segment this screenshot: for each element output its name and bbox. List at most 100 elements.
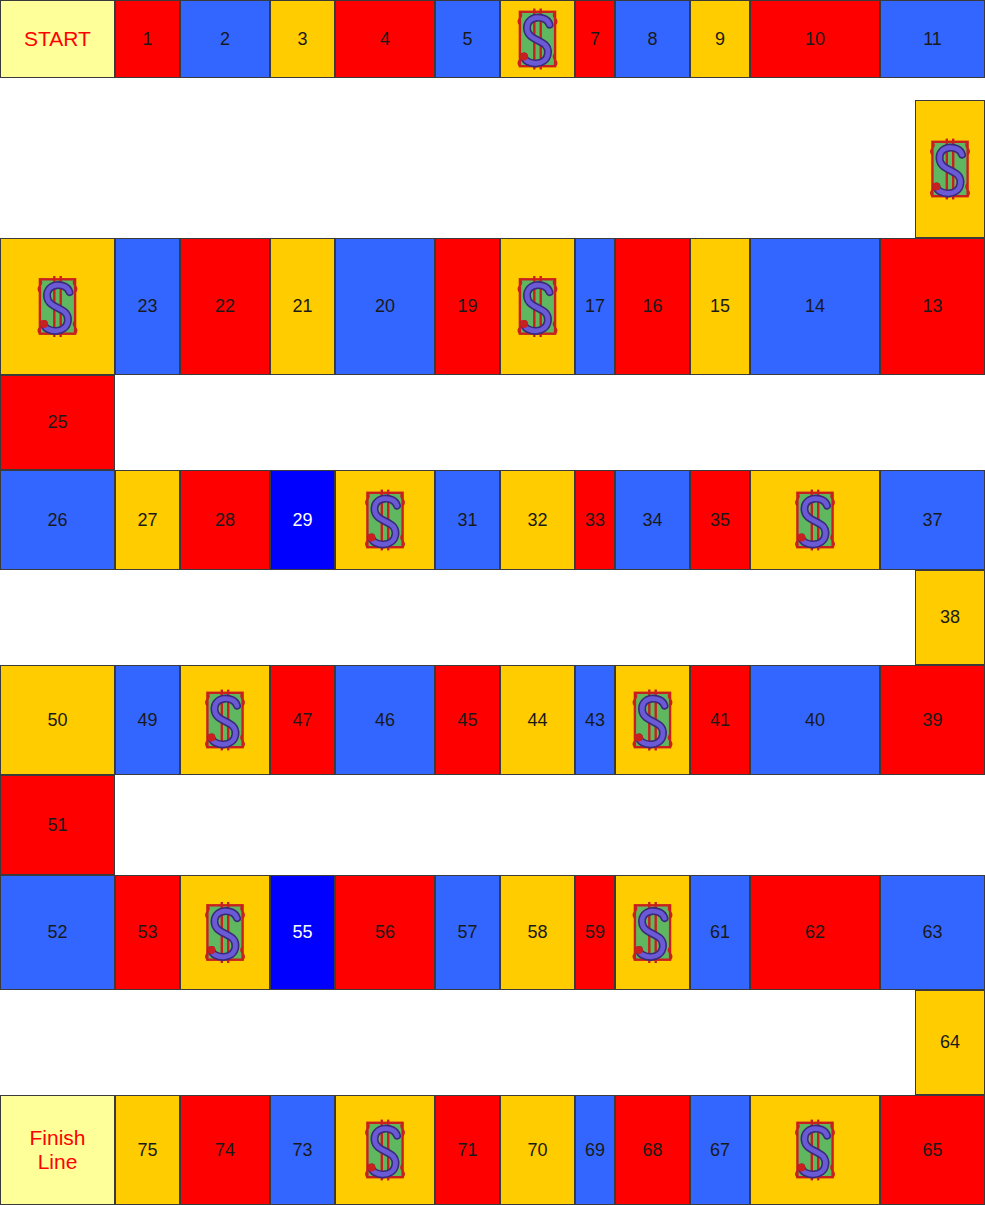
board-square: 73 — [270, 1095, 335, 1205]
dollar-icon — [796, 1120, 834, 1181]
board-square: 9 — [690, 0, 750, 78]
square-number: 4 — [380, 29, 390, 50]
square-number: 33 — [585, 510, 605, 531]
board-square: 34 — [615, 470, 690, 570]
square-number: 59 — [585, 922, 605, 943]
bonus-square — [916, 101, 985, 238]
square-number: 61 — [710, 922, 730, 943]
square-number: 23 — [137, 296, 157, 317]
board-square: 37 — [880, 470, 985, 570]
square-number: 71 — [457, 1140, 477, 1161]
square-number: 49 — [137, 710, 157, 731]
square-number: 8 — [647, 29, 657, 50]
board-square: 39 — [880, 665, 985, 775]
square-number: 51 — [47, 815, 67, 836]
board-square: 35 — [690, 470, 750, 570]
square-number: 55 — [292, 922, 312, 943]
square-title: Finish Line — [8, 1126, 107, 1174]
bonus-square — [616, 876, 690, 990]
board-square: 43 — [575, 665, 615, 775]
board-square: 63 — [880, 875, 985, 990]
square-number: 19 — [457, 296, 477, 317]
board-square: 51 — [0, 775, 115, 875]
board-square: 25 — [0, 375, 115, 470]
board-square: 2 — [180, 0, 270, 78]
square-number: 1 — [142, 29, 152, 50]
square-number: 50 — [47, 710, 67, 731]
board-square: 21 — [270, 238, 335, 375]
board-square: 50 — [0, 665, 115, 775]
board-square: 62 — [750, 875, 880, 990]
square-number: 7 — [590, 29, 600, 50]
square-number: 70 — [527, 1140, 547, 1161]
board-square: Finish Line — [0, 1095, 115, 1205]
board-square: 32 — [500, 470, 575, 570]
board-square: 45 — [435, 665, 500, 775]
board-square: 68 — [615, 1095, 690, 1205]
square-number: 22 — [215, 296, 235, 317]
square-number: 25 — [47, 412, 67, 433]
board-square: 61 — [690, 875, 750, 990]
dollar-icon — [633, 690, 671, 751]
board-square: 40 — [750, 665, 880, 775]
square-number: 10 — [805, 29, 825, 50]
board-square: 69 — [575, 1095, 615, 1205]
square-number: 41 — [710, 710, 730, 731]
square-number: 31 — [457, 510, 477, 531]
dollar-icon — [38, 276, 76, 337]
square-number: 15 — [710, 296, 730, 317]
square-number: 3 — [297, 29, 307, 50]
square-number: 74 — [215, 1140, 235, 1161]
dollar-icon — [206, 902, 244, 963]
bonus-square — [1, 239, 115, 375]
board-square: 23 — [115, 238, 180, 375]
square-number: 68 — [642, 1140, 662, 1161]
square-number: 32 — [527, 510, 547, 531]
board-square: 14 — [750, 238, 880, 375]
board-square: 13 — [880, 238, 985, 375]
square-number: 34 — [642, 510, 662, 531]
square-number: 40 — [805, 710, 825, 731]
square-number: 13 — [922, 296, 942, 317]
square-number: 63 — [922, 922, 942, 943]
square-number: 43 — [585, 710, 605, 731]
square-number: 46 — [375, 710, 395, 731]
board-square: 70 — [500, 1095, 575, 1205]
board-square: 55 — [270, 875, 335, 990]
dollar-icon — [366, 490, 404, 551]
board-square: 16 — [615, 238, 690, 375]
board-square: 38 — [915, 570, 985, 665]
board-square: 75 — [115, 1095, 180, 1205]
board-square: 58 — [500, 875, 575, 990]
square-number: 38 — [940, 607, 960, 628]
square-number: 69 — [585, 1140, 605, 1161]
board-square: 3 — [270, 0, 335, 78]
board-square: 5 — [435, 0, 500, 78]
board-square: 29 — [270, 470, 335, 570]
square-number: 52 — [47, 922, 67, 943]
square-number: 2 — [220, 29, 230, 50]
square-number: 53 — [137, 922, 157, 943]
board-square: 64 — [915, 990, 985, 1095]
board-square: 4 — [335, 0, 435, 78]
dollar-icon — [206, 690, 244, 751]
square-number: 9 — [715, 29, 725, 50]
bonus-square — [501, 239, 575, 375]
dollar-icon — [931, 139, 969, 200]
board-square: 33 — [575, 470, 615, 570]
bonus-square — [181, 666, 270, 775]
square-number: 39 — [922, 710, 942, 731]
square-number: 21 — [292, 296, 312, 317]
square-number: 75 — [137, 1140, 157, 1161]
board-square: 46 — [335, 665, 435, 775]
board-square: 28 — [180, 470, 270, 570]
square-number: 45 — [457, 710, 477, 731]
square-number: 11 — [923, 29, 942, 50]
dollar-icon — [633, 902, 671, 963]
board-square: 71 — [435, 1095, 500, 1205]
square-number: 73 — [292, 1140, 312, 1161]
board-square: 57 — [435, 875, 500, 990]
bonus-square — [336, 471, 435, 570]
